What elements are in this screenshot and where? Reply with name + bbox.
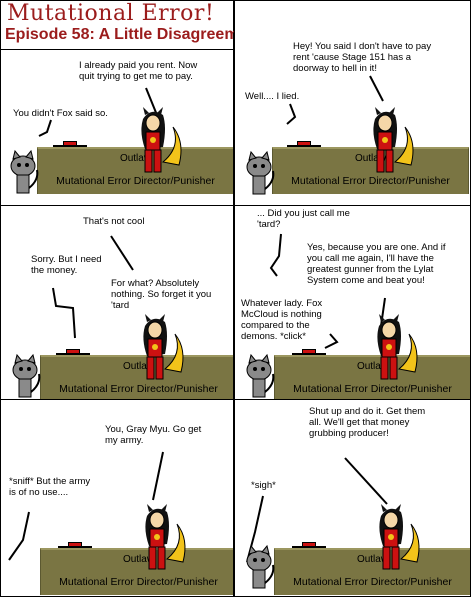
- desk-bottom-label: Mutational Error Director/Punisher: [293, 576, 452, 588]
- desk: Outlaw Mutational Error Director/Punishe…: [40, 355, 233, 399]
- dialogue-line: Well.... I lied.: [245, 91, 300, 102]
- panel-6: Shut up and do it. Get them all. We'll g…: [234, 399, 471, 597]
- desk: Outlaw Mutational Error Director/Punishe…: [274, 548, 470, 595]
- desk-bottom-label: Mutational Error Director/Punisher: [59, 383, 218, 395]
- desk-bottom-label: Mutational Error Director/Punisher: [56, 175, 215, 187]
- panel-3: That's not cool Sorry. But I need the mo…: [0, 205, 234, 400]
- dialogue-line: Shut up and do it. Get them all. We'll g…: [309, 406, 426, 439]
- dialogue-line: Sorry. But I need the money.: [31, 254, 102, 276]
- red-button: [302, 349, 316, 354]
- desk-bottom-label: Mutational Error Director/Punisher: [291, 175, 450, 187]
- dialogue-line: That's not cool: [83, 216, 145, 227]
- desk-bottom-label: Mutational Error Director/Punisher: [59, 576, 218, 588]
- episode-title: Episode 58: A Little Disagreement!: [5, 26, 268, 43]
- fox-girl-sprite: [373, 107, 414, 173]
- dialogue-line: *sniff* But the army is of no use....: [9, 476, 91, 498]
- fox-girl-sprite: [377, 314, 418, 380]
- desk-button-base: [292, 546, 326, 548]
- fox-girl-sprite: [143, 314, 184, 380]
- desk-top-label: Outlaw: [122, 554, 155, 565]
- gray-cat-sprite: [12, 353, 41, 398]
- red-button: [302, 542, 316, 547]
- dialogue-line: I already paid you rent. Now quit trying…: [79, 60, 198, 82]
- dialogue-line: *sigh*: [251, 480, 276, 491]
- desk-top-label: Outlaw: [356, 554, 389, 565]
- title-box: Mutational Error! Episode 58: A Little D…: [0, 0, 268, 50]
- desk-top-label: Outlaw: [122, 361, 155, 372]
- dialogue-line: Yes, because you are one. And if you cal…: [307, 242, 446, 286]
- desk-bottom-label: Mutational Error Director/Punisher: [293, 383, 452, 395]
- panel-4: ... Did you just call me 'tard? Yes, bec…: [234, 205, 471, 400]
- desk-button-base: [58, 546, 92, 548]
- fox-girl-sprite: [141, 107, 182, 173]
- dialogue-line: Whatever lady. Fox McCloud is nothing co…: [241, 298, 323, 342]
- panel-5: You, Gray Myu. Go get my army. *sniff* B…: [0, 399, 234, 597]
- speech-pointers: [286, 75, 384, 125]
- dialogue-line: You, Gray Myu. Go get my army.: [105, 424, 202, 446]
- speech-pointers: [8, 451, 164, 561]
- desk-button-base: [56, 353, 90, 355]
- desk: Outlaw Mutational Error Director/Punishe…: [274, 355, 470, 399]
- desk: Outlaw Mutational Error Director/Punishe…: [37, 147, 233, 194]
- dialogue-line: For what? Absolutely nothing. So forget …: [111, 278, 212, 311]
- desk: Outlaw Mutational Error Director/Punishe…: [40, 548, 233, 595]
- gray-cat-sprite: [246, 150, 275, 195]
- gray-cat-sprite: [246, 353, 275, 398]
- comic-series-title: Mutational Error!: [7, 1, 215, 26]
- fox-girl-sprite: [145, 504, 186, 570]
- panel-2: Hey! You said I don't have to pay rent '…: [234, 0, 471, 206]
- desk-top-label: Outlaw: [119, 153, 152, 164]
- red-button: [66, 349, 80, 354]
- dialogue-line: Hey! You said I don't have to pay rent '…: [293, 41, 432, 74]
- dialogue-line: ... Did you just call me 'tard?: [257, 208, 350, 230]
- desk-button-base: [53, 145, 87, 147]
- desk-button-base: [292, 353, 326, 355]
- dialogue-line: You didn't Fox said so.: [13, 108, 108, 119]
- desk: Outlaw Mutational Error Director/Punishe…: [272, 147, 469, 194]
- red-button: [68, 542, 82, 547]
- fox-girl-sprite: [379, 504, 420, 570]
- desk-top-label: Outlaw: [356, 361, 389, 372]
- desk-button-base: [287, 145, 321, 147]
- desk-top-label: Outlaw: [354, 153, 387, 164]
- red-button: [63, 141, 77, 146]
- gray-cat-sprite: [10, 149, 39, 194]
- panel-1: I already paid you rent. Now quit trying…: [0, 49, 234, 206]
- red-button: [297, 141, 311, 146]
- gray-cat-sprite: [246, 544, 275, 589]
